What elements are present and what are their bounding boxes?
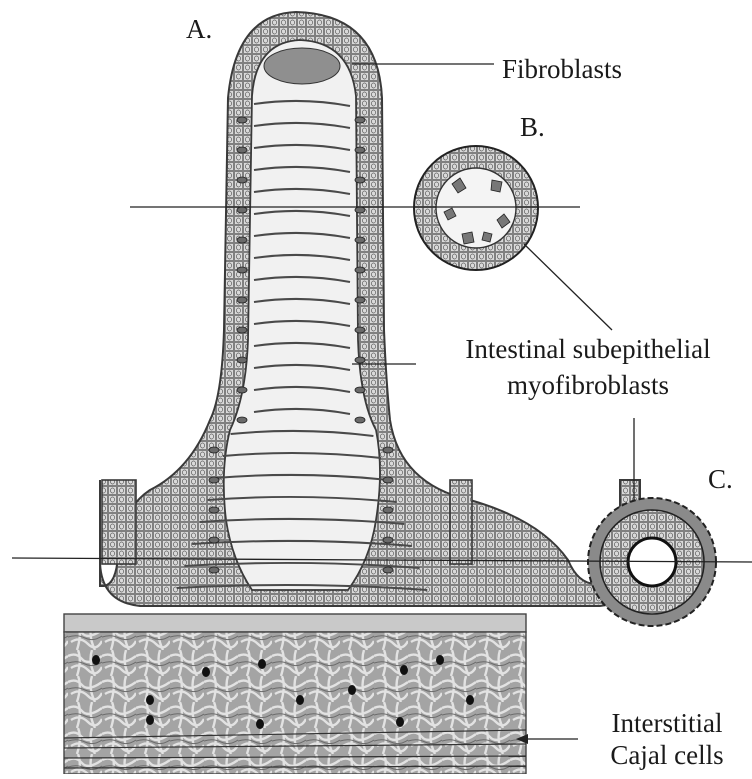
- myofibroblast-cell: [383, 567, 393, 573]
- myofibroblast-cell: [355, 297, 365, 303]
- panel-label-b: B.: [520, 114, 545, 141]
- cajal-nucleus: [258, 659, 266, 669]
- myofibroblast-cell: [237, 207, 247, 213]
- cajal-nucleus: [92, 655, 100, 665]
- myofibroblast-cell: [209, 567, 219, 573]
- cajal-nucleus: [202, 667, 210, 677]
- myofibroblast-cell: [355, 357, 365, 363]
- myofibroblast-cell: [237, 417, 247, 423]
- cajal-nucleus: [466, 695, 474, 705]
- myofibroblast-cell: [355, 177, 365, 183]
- label-cajal-line1: Interstitial: [586, 710, 748, 737]
- myofibroblast-cell: [237, 387, 247, 393]
- panel-label-c: C.: [708, 466, 733, 493]
- cross-section-b: [414, 146, 538, 270]
- cajal-nucleus: [296, 695, 304, 705]
- cajal-nucleus: [256, 719, 264, 729]
- myofibroblast-cell: [355, 327, 365, 333]
- myofibroblast-cell: [355, 117, 365, 123]
- crypt-left: [102, 480, 136, 564]
- label-fibroblasts: Fibroblasts: [502, 56, 622, 83]
- section-b-core: [436, 168, 516, 248]
- myofibroblast-cell: [355, 387, 365, 393]
- myofibroblast-cell: [237, 147, 247, 153]
- muscle-block: [64, 632, 526, 774]
- myofibroblast-cell: [355, 237, 365, 243]
- myofibroblast-cell: [237, 297, 247, 303]
- cajal-nucleus: [396, 717, 404, 727]
- myofibroblast-cell: [383, 477, 393, 483]
- myofibroblast-cell: [355, 267, 365, 273]
- myofibroblast-cell: [209, 477, 219, 483]
- myofibroblast-cell: [383, 447, 393, 453]
- cajal-nucleus: [348, 685, 356, 695]
- myofibroblast-cell: [237, 357, 247, 363]
- cajal-nucleus: [146, 715, 154, 725]
- myofibroblast-cell: [383, 507, 393, 513]
- myofibroblast-cell: [209, 447, 219, 453]
- crypt-right: [450, 480, 472, 564]
- myofibroblast-cell: [209, 537, 219, 543]
- villus: [100, 12, 640, 606]
- myofibroblast-cell: [355, 417, 365, 423]
- label-myofibroblasts-line1: Intestinal subepithelial: [432, 336, 744, 363]
- myofibroblast-cell: [237, 117, 247, 123]
- muscularis-layer: [64, 614, 526, 774]
- myofibroblast-cell: [237, 177, 247, 183]
- cajal-nucleus: [146, 695, 154, 705]
- cajal-nucleus: [400, 665, 408, 675]
- myofibroblast-cell: [237, 237, 247, 243]
- panel-label-a: A.: [186, 16, 212, 43]
- label-myofibroblasts-line2: myofibroblasts: [432, 372, 744, 399]
- myofibroblast-cell: [237, 327, 247, 333]
- myofibroblast-cell: [383, 537, 393, 543]
- myofibroblast-cell: [355, 207, 365, 213]
- cajal-nucleus: [436, 655, 444, 665]
- myofibroblast-cell: [237, 267, 247, 273]
- myofibroblast-cell: [209, 507, 219, 513]
- basement-band: [64, 614, 526, 632]
- label-cajal-line2: Cajal cells: [586, 742, 748, 769]
- myofibroblast-cell: [355, 147, 365, 153]
- leader-myofibroblasts-b: [524, 244, 612, 330]
- tip-fibroblast-cluster: [264, 48, 340, 84]
